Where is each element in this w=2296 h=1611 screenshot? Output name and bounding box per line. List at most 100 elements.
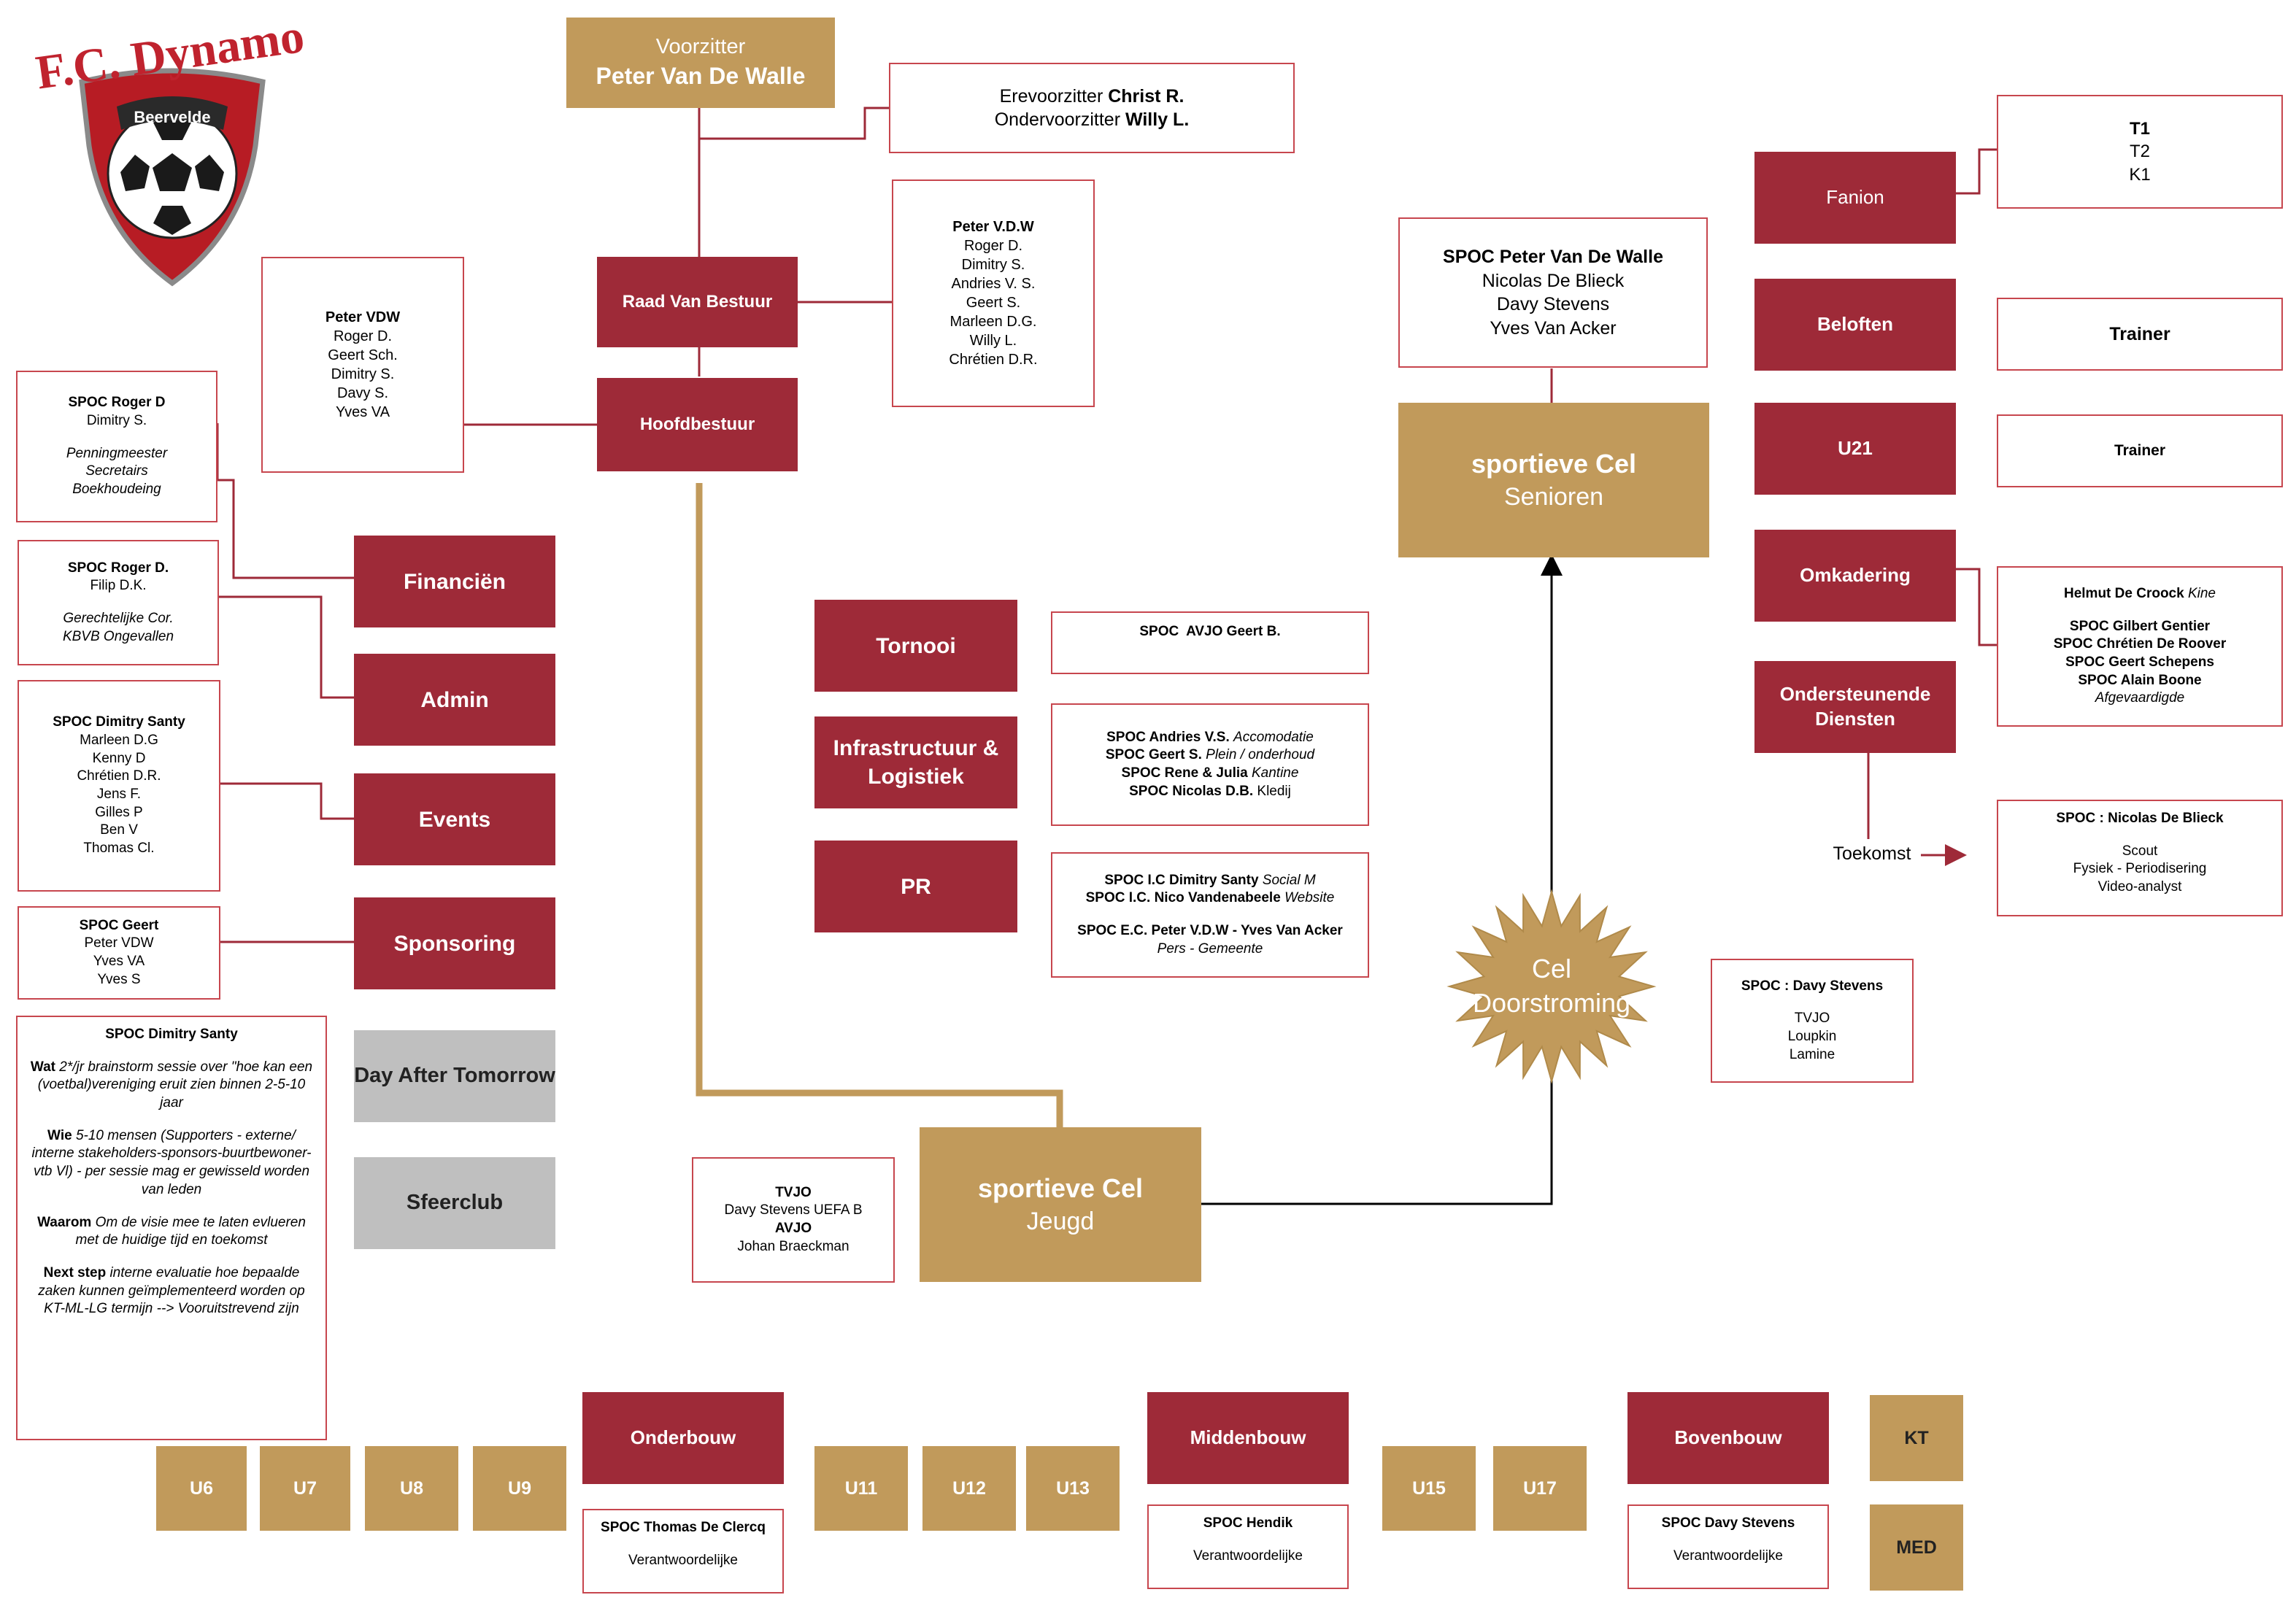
doorstroming-line2: Doorstroming bbox=[1472, 988, 1631, 1018]
honorary-line-2: Ondervoorzitter Willy L. bbox=[995, 108, 1190, 132]
sponsoring-member: Yves VA bbox=[93, 954, 145, 969]
day-after-tomorrow-box[interactable]: Day After Tomorrow bbox=[354, 1030, 555, 1122]
middenbouw-box[interactable]: Middenbouw bbox=[1147, 1392, 1349, 1484]
financien-role: Secretairs bbox=[85, 463, 148, 479]
u21-note: Trainer bbox=[1997, 414, 2283, 487]
team-u8[interactable]: U8 bbox=[365, 1446, 458, 1531]
events-member: Jens F. bbox=[96, 787, 142, 802]
hoofd-member: Peter VDW bbox=[325, 309, 401, 325]
financien-member: Dimitry S. bbox=[86, 412, 147, 428]
bovenbouw-box[interactable]: Bovenbouw bbox=[1627, 1392, 1829, 1484]
onderbouw-role: Verantwoordelijke bbox=[628, 1552, 738, 1568]
sponsoring-member: Yves S bbox=[97, 971, 141, 987]
doorstroming-label[interactable]: Cel Doorstroming bbox=[1452, 927, 1651, 1046]
u21-box[interactable]: U21 bbox=[1754, 403, 1956, 495]
honorary-line-1: Erevoorzitter Christ R. bbox=[1000, 85, 1184, 109]
infrastructuur-box[interactable]: Infrastructuur & Logistiek bbox=[814, 716, 1017, 808]
beloften-trainer: Trainer bbox=[2109, 323, 2170, 344]
beloften-note: Trainer bbox=[1997, 298, 2283, 371]
logo-ball-patch bbox=[120, 155, 150, 191]
team-label: U9 bbox=[508, 1477, 531, 1499]
ondersteunend-role: Video-analyst bbox=[2097, 879, 2182, 895]
senioren-head: sportieve Cel bbox=[1471, 448, 1637, 479]
beloften-label: Beloften bbox=[1817, 313, 1893, 336]
sponsoring-box[interactable]: Sponsoring bbox=[354, 897, 555, 989]
team-u7[interactable]: U7 bbox=[260, 1446, 350, 1531]
honorary-box: Erevoorzitter Christ R. Ondervoorzitter … bbox=[889, 63, 1295, 153]
logo-ball-patch bbox=[153, 206, 191, 235]
ondersteunend-spoc: SPOC : Nicolas De Blieck bbox=[2056, 811, 2224, 826]
jeugd-tvjo-label: TVJO bbox=[775, 1184, 812, 1200]
team-u12[interactable]: U12 bbox=[922, 1446, 1016, 1531]
team-u11[interactable]: U11 bbox=[814, 1446, 908, 1531]
jeugd-tvjo-name: Davy Stevens UEFA B bbox=[724, 1202, 863, 1218]
admin-spoc: SPOC Roger D. bbox=[67, 560, 169, 576]
admin-box[interactable]: Admin bbox=[354, 654, 555, 746]
team-u13[interactable]: U13 bbox=[1026, 1446, 1120, 1531]
middenbouw-spoc: SPOC Hendik bbox=[1203, 1515, 1293, 1531]
vision-waarom: Waarom Om de visie mee te laten evlueren… bbox=[29, 1214, 314, 1250]
omkadering-box[interactable]: Omkadering bbox=[1754, 530, 1956, 622]
tornooi-note: SPOC AVJO Geert B. bbox=[1051, 611, 1369, 674]
kt-box[interactable]: KT bbox=[1870, 1395, 1963, 1481]
jeugd-avjo-name: Johan Braeckman bbox=[737, 1238, 850, 1254]
omkadering-spoc: SPOC Gilbert Gentier bbox=[2069, 618, 2211, 634]
omkadering-label: Omkadering bbox=[1800, 564, 1911, 587]
ondersteunende-diensten-box[interactable]: Ondersteunende Diensten bbox=[1754, 661, 1956, 753]
sfeerclub-box[interactable]: Sfeerclub bbox=[354, 1157, 555, 1249]
financien-role: Penningmeester bbox=[66, 445, 168, 461]
events-box[interactable]: Events bbox=[354, 773, 555, 865]
jeugd-avjo-label: AVJO bbox=[774, 1221, 812, 1236]
hoofd-member: Dimitry S. bbox=[331, 366, 395, 382]
toekomst-text: Toekomst bbox=[1833, 843, 1911, 864]
financien-box[interactable]: Financiën bbox=[354, 536, 555, 627]
pr-line: SPOC I.C. Nico Vandenabeele Website bbox=[1086, 889, 1335, 908]
infra-role: Kantine bbox=[1252, 765, 1299, 781]
senioren-members-box: SPOC Peter Van De Walle Nicolas De Bliec… bbox=[1398, 217, 1708, 368]
team-label: U6 bbox=[190, 1477, 213, 1499]
kt-label: KT bbox=[1904, 1427, 1929, 1448]
infrastructuur-label: Infrastructuur & Logistiek bbox=[833, 736, 999, 789]
president-name: Peter Van De Walle bbox=[596, 63, 806, 90]
logo-banner-text: Beervelde bbox=[134, 108, 210, 126]
onderbouw-label: Onderbouw bbox=[630, 1426, 736, 1449]
beloften-box[interactable]: Beloften bbox=[1754, 279, 1956, 371]
events-member: Ben V bbox=[100, 822, 138, 838]
team-label: U15 bbox=[1412, 1477, 1446, 1499]
omkadering-spoc: SPOC Geert Schepens bbox=[2065, 654, 2214, 670]
med-box[interactable]: MED bbox=[1870, 1504, 1963, 1591]
tornooi-label: Tornooi bbox=[876, 633, 956, 658]
vision-note: SPOC Dimitry Santy Wat 2*/jr brainstorm … bbox=[16, 1016, 327, 1440]
doorstroming-line1: Cel bbox=[1531, 954, 1572, 984]
bovenbouw-spoc: SPOC Davy Stevens bbox=[1661, 1515, 1795, 1531]
senioren-member: Davy Stevens bbox=[1496, 294, 1610, 314]
events-note: SPOC Dimitry Santy Marleen D.G Kenny D C… bbox=[18, 680, 220, 892]
vision-waarom-text: Om de visie mee te laten evlueren met de… bbox=[75, 1214, 306, 1248]
team-u9[interactable]: U9 bbox=[473, 1446, 566, 1531]
tornooi-box[interactable]: Tornooi bbox=[814, 600, 1017, 692]
hoofdbestuur-box[interactable]: Hoofdbestuur bbox=[597, 378, 798, 471]
events-label: Events bbox=[418, 807, 491, 832]
raad-member: Marleen D.G. bbox=[949, 314, 1037, 330]
raad-van-bestuur-box[interactable]: Raad Van Bestuur bbox=[597, 257, 798, 347]
pr-box[interactable]: PR bbox=[814, 841, 1017, 932]
team-label: U13 bbox=[1056, 1477, 1090, 1499]
vice-prefix: Ondervoorzitter bbox=[994, 109, 1121, 130]
fanion-box[interactable]: Fanion bbox=[1754, 152, 1956, 244]
sportieve-cel-senioren-box[interactable]: sportieve Cel Senioren bbox=[1398, 403, 1709, 557]
bovenbouw-note: SPOC Davy Stevens Verantwoordelijke bbox=[1627, 1504, 1829, 1589]
team-u15[interactable]: U15 bbox=[1382, 1446, 1476, 1531]
infra-role: Plein / onderhoud bbox=[1206, 747, 1315, 763]
team-u17[interactable]: U17 bbox=[1493, 1446, 1587, 1531]
hoofdbestuur-members-box: Peter VDW Roger D. Geert Sch. Dimitry S.… bbox=[261, 257, 464, 473]
middenbouw-role: Verantwoordelijke bbox=[1193, 1548, 1303, 1564]
sportieve-cel-jeugd-box[interactable]: sportieve Cel Jeugd bbox=[920, 1127, 1201, 1282]
omkadering-kine: Helmut De Croock Kine bbox=[2064, 585, 2216, 603]
doorstroming-note: SPOC : Davy Stevens TVJO Loupkin Lamine bbox=[1711, 959, 1914, 1083]
doorstroming-member: Loupkin bbox=[1787, 1029, 1837, 1044]
onderbouw-box[interactable]: Onderbouw bbox=[582, 1392, 784, 1484]
team-u6[interactable]: U6 bbox=[156, 1446, 247, 1531]
raad-member: Roger D. bbox=[963, 238, 1023, 254]
